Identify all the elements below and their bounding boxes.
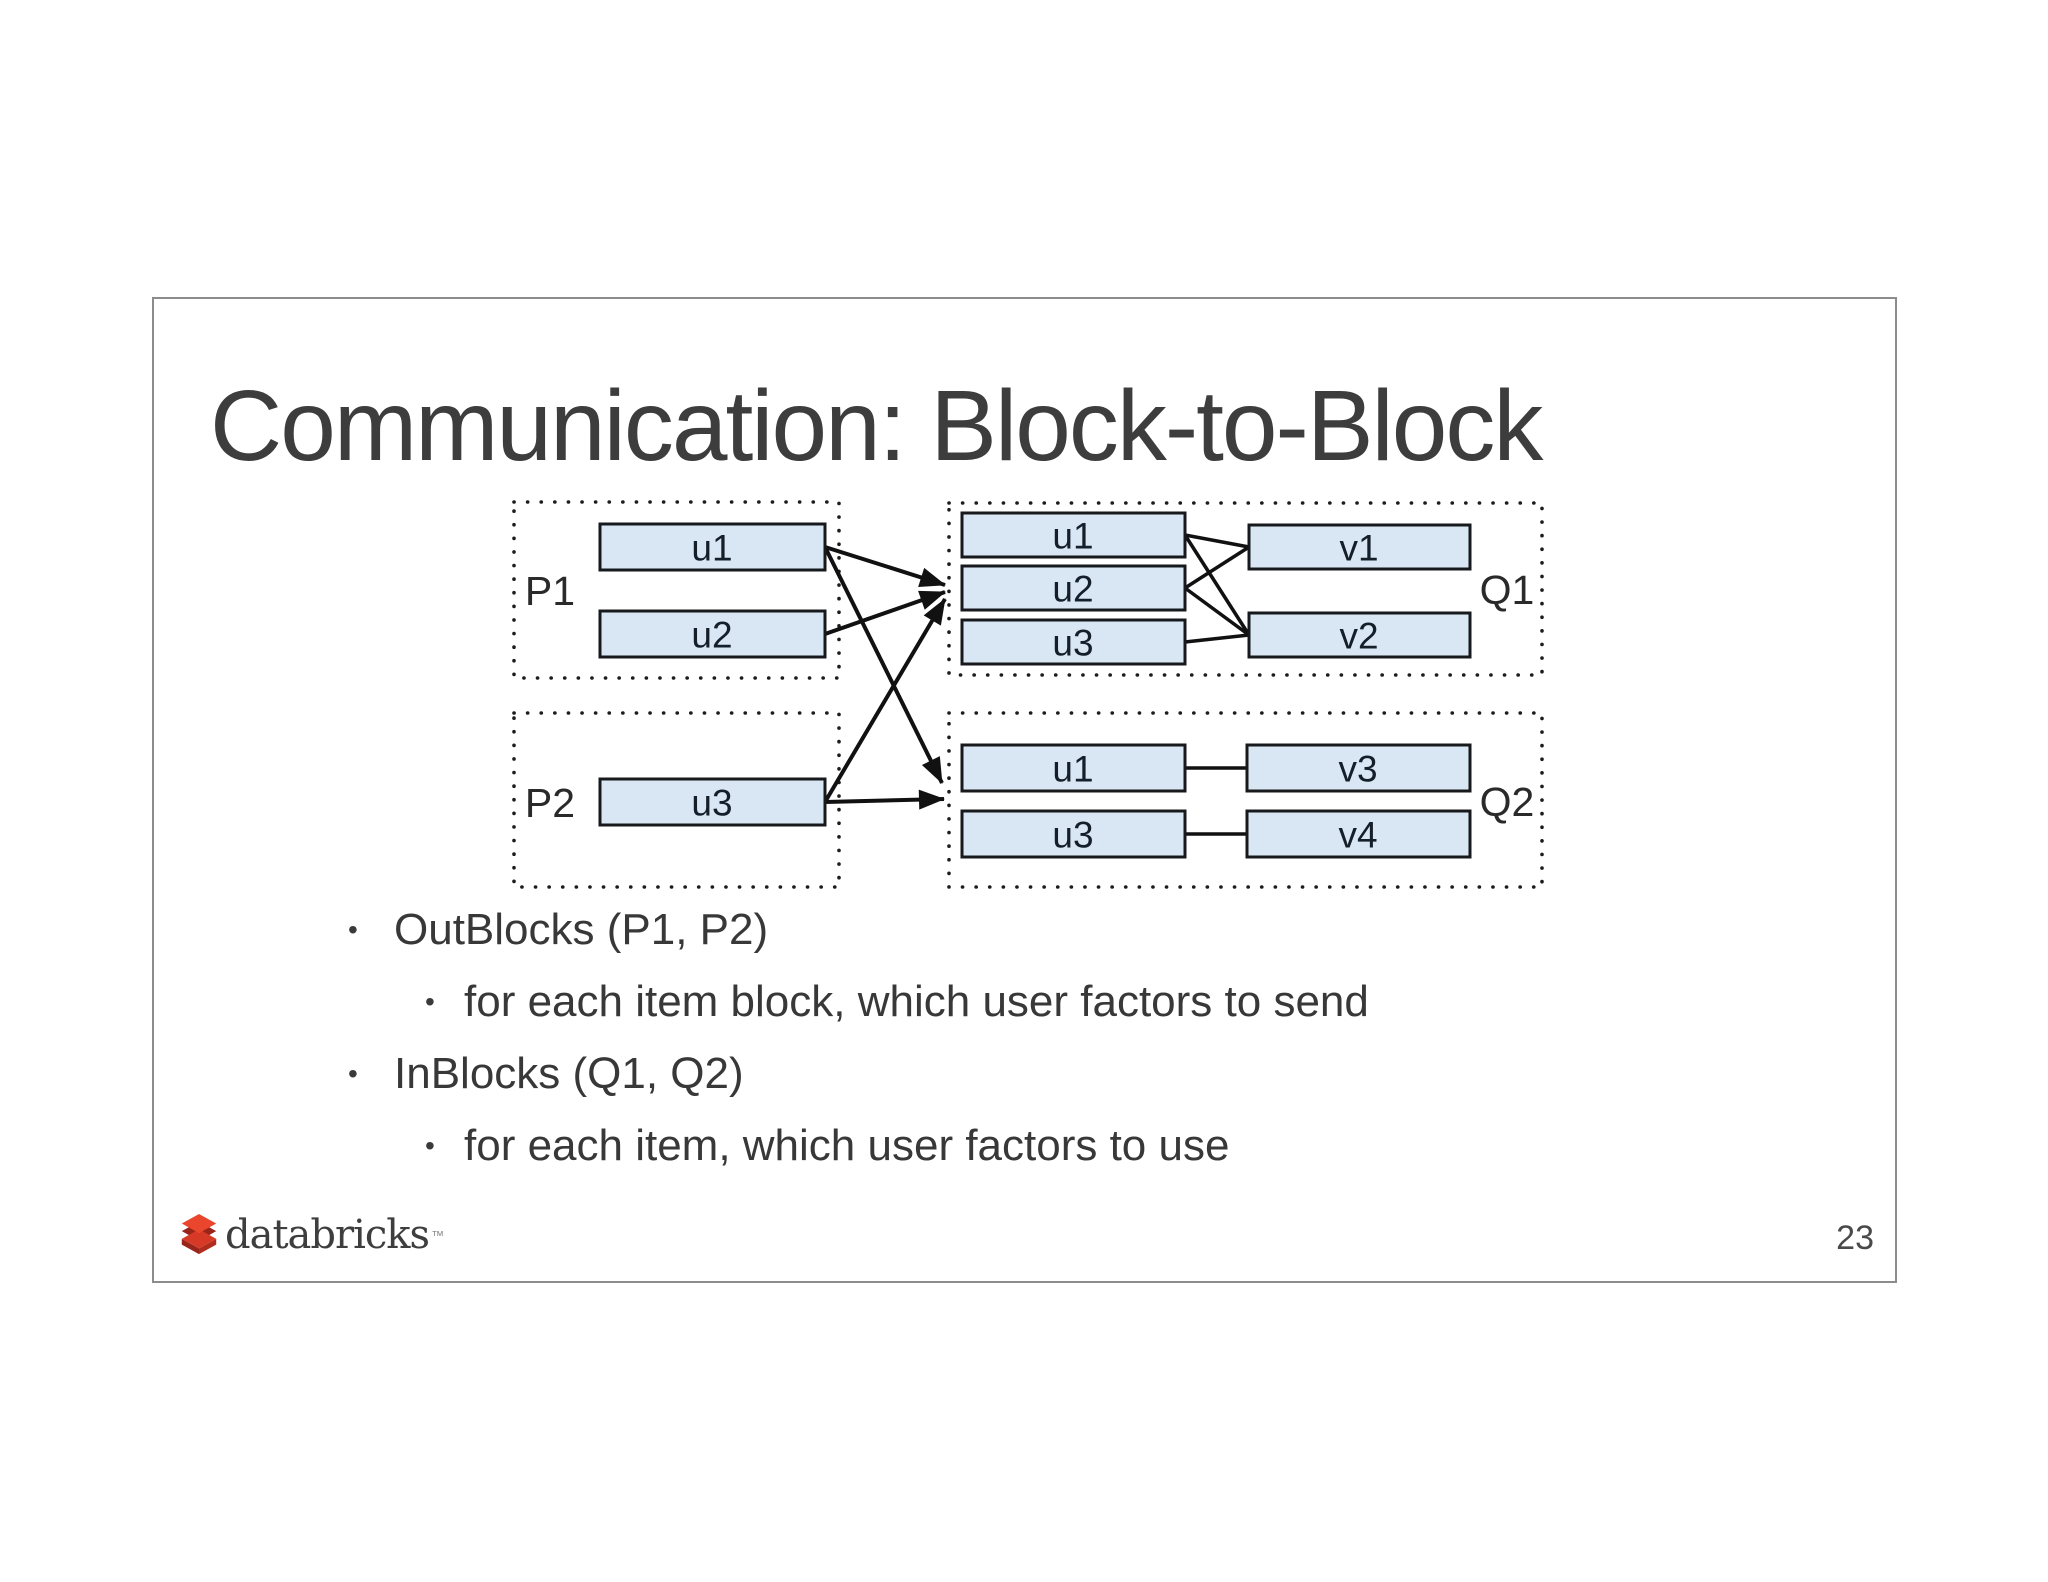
bullet-text: InBlocks (Q1, Q2)	[394, 1049, 744, 1098]
p1-group-label: P1	[525, 568, 575, 614]
q2-v4-label: v4	[1338, 815, 1377, 856]
q1-u2-block	[960, 564, 1187, 612]
arrow-p1u1-to-q1	[824, 545, 946, 587]
q2-u3-block	[960, 809, 1187, 859]
arrow-p2u3-to-q2	[824, 789, 945, 810]
outblock-p1-frame	[512, 500, 841, 680]
arrow-p2u3-to-q1	[823, 597, 947, 804]
databricks-logo: databricks ™	[180, 1211, 444, 1259]
q1-u1-label: u1	[1052, 516, 1093, 557]
bullet-outblocks: • OutBlocks (P1, P2)	[348, 902, 768, 958]
q1-u1-block	[960, 511, 1187, 559]
q2-group-label: Q2	[1480, 779, 1535, 825]
q2-v3-label: v3	[1338, 749, 1377, 790]
page-number: 23	[1836, 1219, 1874, 1257]
bullet-inblocks: • InBlocks (Q1, Q2)	[348, 1046, 744, 1102]
brand-wordmark: databricks	[225, 1212, 430, 1258]
link-q1-u3-v2	[1184, 633, 1250, 644]
q1-v2-label: v2	[1339, 616, 1378, 657]
block-to-block-diagram: u1 u2 P1 u3 P2 u1 u2 u3 v1 v2 Q1 u1 u3	[512, 500, 1544, 889]
bullet-text: for each item block, which user factors …	[464, 977, 1369, 1026]
bullet-dot: •	[425, 986, 435, 1017]
p2-group-label: P2	[525, 780, 575, 826]
q1-u3-label: u3	[1052, 623, 1093, 664]
link-q1-u2-v2	[1183, 586, 1251, 637]
q2-v4-block	[1245, 809, 1472, 859]
q2-u1-label: u1	[1052, 749, 1093, 790]
inblock-q2-frame	[947, 711, 1544, 889]
trademark-mark: ™	[431, 1227, 445, 1243]
bullet-outblocks-detail: • for each item block, which user factor…	[425, 974, 1369, 1030]
link-q1-u1-v2	[1183, 534, 1251, 636]
link-q1-u2-v1	[1184, 545, 1250, 590]
p1-u2-label: u2	[691, 615, 732, 656]
q1-v1-label: v1	[1339, 528, 1378, 569]
q1-u2-label: u2	[1052, 569, 1093, 610]
q1-u3-block	[960, 618, 1187, 666]
bullet-text: for each item, which user factors to use	[464, 1121, 1230, 1170]
slide-title: Communication: Block-to-Block	[210, 370, 1543, 482]
outblock-p2-frame	[512, 711, 841, 889]
p1-u2-block	[598, 609, 827, 659]
q2-u1-block	[960, 743, 1187, 793]
inblock-q1-frame	[947, 501, 1544, 677]
q2-u3-label: u3	[1052, 815, 1093, 856]
slide: Communication: Block-to-Block	[152, 297, 1897, 1283]
q2-v3-block	[1245, 743, 1472, 793]
bullet-dot: •	[348, 914, 358, 945]
bullet-dot: •	[348, 1058, 358, 1089]
p1-u1-block	[598, 522, 827, 572]
q1-v1-block	[1247, 523, 1472, 571]
bullet-dot: •	[425, 1130, 435, 1161]
databricks-bricks-icon	[181, 1213, 217, 1255]
p2-u3-block	[598, 777, 827, 827]
arrow-p1u1-to-q2	[823, 546, 944, 784]
bullet-inblocks-detail: • for each item, which user factors to u…	[425, 1118, 1229, 1174]
p1-u1-label: u1	[691, 528, 732, 569]
q1-group-label: Q1	[1480, 567, 1535, 613]
p2-u3-label: u3	[691, 783, 732, 824]
bullet-text: OutBlocks (P1, P2)	[394, 905, 769, 954]
q1-v2-block	[1247, 611, 1472, 659]
link-q1-u1-v1	[1184, 533, 1250, 549]
